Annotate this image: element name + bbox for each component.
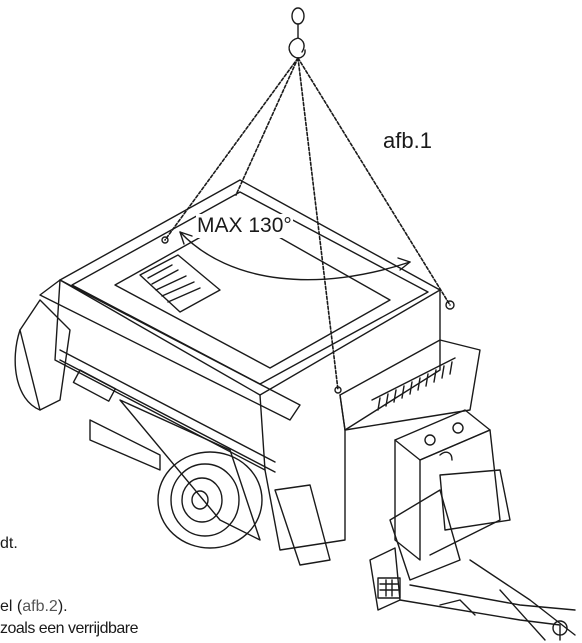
figure-reference-link[interactable]: afb.2: [22, 598, 58, 615]
text-fragment-line2-prefix: el (: [0, 598, 23, 615]
text-fragment-line2: el (afb.2).: [0, 598, 68, 616]
lifting-hook-icon: [288, 7, 306, 59]
text-fragment-line2-suffix: ).: [57, 598, 68, 615]
figure-label: afb.1: [383, 128, 432, 153]
angle-arc: [179, 231, 411, 281]
text-fragment-line1: dt.: [0, 535, 18, 552]
baler-body: [14, 179, 576, 641]
max-angle-label: MAX 130°: [196, 214, 293, 238]
text-fragment-line3: zoals een verrijdbare: [0, 620, 139, 637]
